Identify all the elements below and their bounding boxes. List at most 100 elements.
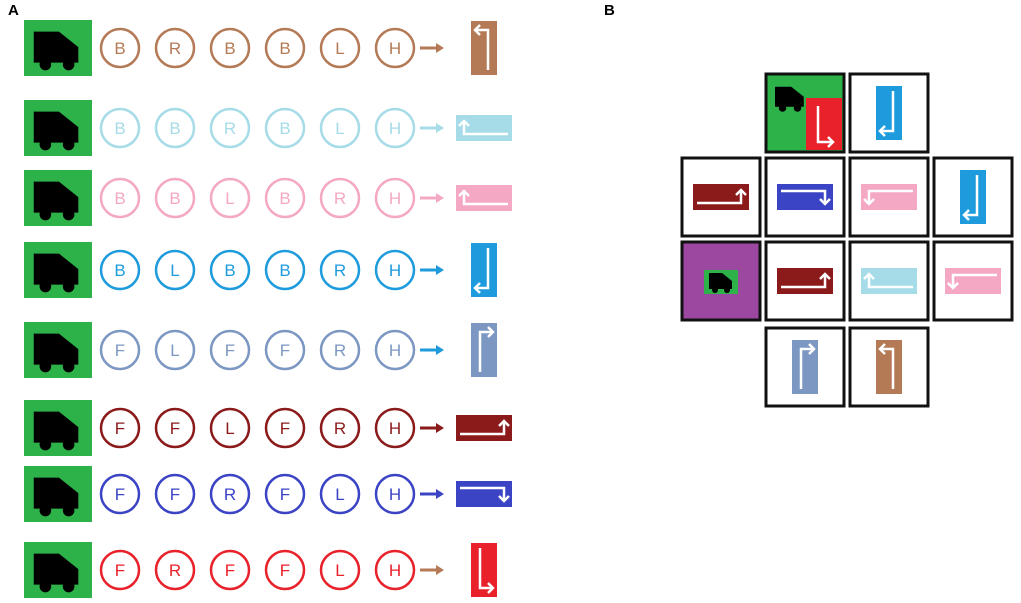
instruction-letter: L <box>335 561 344 580</box>
grid-cell-border <box>848 240 930 322</box>
instruction-letter: L <box>225 419 234 438</box>
instruction-letter: B <box>224 261 235 280</box>
instruction-letter: B <box>114 261 125 280</box>
grid-cell <box>764 72 846 154</box>
instruction-circle: B <box>209 249 251 291</box>
instruction-letter: H <box>389 261 401 280</box>
instruction-circle: H <box>374 407 416 449</box>
arrow-right-icon <box>420 123 444 133</box>
grid-cell-border <box>932 240 1014 322</box>
grid-cell <box>848 72 930 154</box>
grid-cell <box>764 156 846 238</box>
instruction-letter: B <box>114 119 125 138</box>
turn-direction-card <box>861 268 917 294</box>
turn-direction-card <box>777 268 833 294</box>
truck-tile <box>24 542 92 598</box>
truck-icon <box>33 181 79 221</box>
arrow-right-icon <box>420 193 444 203</box>
instruction-circle: F <box>99 407 141 449</box>
instruction-letter: B <box>279 119 290 138</box>
instruction-letter: B <box>279 39 290 58</box>
instruction-circle: L <box>209 407 251 449</box>
instruction-circle: F <box>264 329 306 371</box>
instruction-circle: L <box>319 549 361 591</box>
grid-cell-border <box>680 240 762 322</box>
panel-b-map-grid <box>600 0 1021 603</box>
instruction-circle: F <box>99 329 141 371</box>
arrow-right-icon <box>420 565 444 575</box>
grid-cell-border <box>764 240 846 322</box>
instruction-letter: F <box>170 485 180 504</box>
instruction-circle: R <box>209 473 251 515</box>
instruction-letter: H <box>389 341 401 360</box>
instruction-letter: F <box>115 485 125 504</box>
instruction-letter: L <box>170 341 179 360</box>
instruction-letter: H <box>389 39 401 58</box>
instruction-circle: F <box>99 549 141 591</box>
instruction-letter: R <box>224 485 236 504</box>
turn-direction-card <box>806 98 842 150</box>
instruction-letter: H <box>389 189 401 208</box>
instruction-letter: R <box>224 119 236 138</box>
instruction-letter: F <box>280 561 290 580</box>
truck-icon <box>33 477 79 517</box>
instruction-circle: B <box>264 249 306 291</box>
instruction-circle: R <box>154 27 196 69</box>
truck-tile <box>24 20 92 76</box>
instruction-letter: H <box>389 119 401 138</box>
instruction-circle: R <box>209 107 251 149</box>
instruction-circle: H <box>374 473 416 515</box>
turn-direction-card <box>471 543 497 597</box>
grid-cell-border <box>764 72 846 154</box>
instruction-letter: B <box>114 39 125 58</box>
instruction-letter: L <box>335 119 344 138</box>
truck-tile <box>24 100 92 156</box>
grid-cell <box>848 156 930 238</box>
instruction-circle: L <box>319 473 361 515</box>
instruction-circle: H <box>374 177 416 219</box>
instruction-letter: R <box>169 561 181 580</box>
instruction-letter: L <box>335 485 344 504</box>
instruction-circle: L <box>209 177 251 219</box>
instruction-circle: L <box>319 27 361 69</box>
truck-icon <box>775 86 804 112</box>
instruction-circle: L <box>319 107 361 149</box>
instruction-circle: H <box>374 107 416 149</box>
grid-cell-border <box>848 326 930 408</box>
instruction-letter: L <box>225 189 234 208</box>
instruction-letter: F <box>115 561 125 580</box>
instruction-letter: F <box>115 341 125 360</box>
instruction-circle: F <box>264 473 306 515</box>
instruction-circle: H <box>374 549 416 591</box>
instruction-circle: R <box>319 249 361 291</box>
instruction-circle: F <box>209 549 251 591</box>
grid-cell <box>680 240 762 322</box>
instruction-letter: F <box>280 485 290 504</box>
turn-direction-card <box>960 170 986 224</box>
turn-direction-card <box>792 340 818 394</box>
instruction-circle: B <box>99 27 141 69</box>
grid-cell <box>764 240 846 322</box>
arrow-right-icon <box>420 265 444 275</box>
instruction-letter: B <box>169 119 180 138</box>
instruction-circle: B <box>154 107 196 149</box>
turn-direction-card <box>456 185 512 211</box>
grid-cell <box>848 240 930 322</box>
turn-direction-card <box>456 115 512 141</box>
instruction-circle: F <box>99 473 141 515</box>
instruction-circle: B <box>264 27 306 69</box>
instruction-circle: B <box>264 107 306 149</box>
instruction-circle: B <box>99 249 141 291</box>
instruction-letter: B <box>279 261 290 280</box>
truck-tile <box>24 466 92 522</box>
turn-direction-card <box>471 323 497 377</box>
instruction-letter: H <box>389 561 401 580</box>
instruction-circle: B <box>99 177 141 219</box>
map-grid <box>680 72 1014 408</box>
